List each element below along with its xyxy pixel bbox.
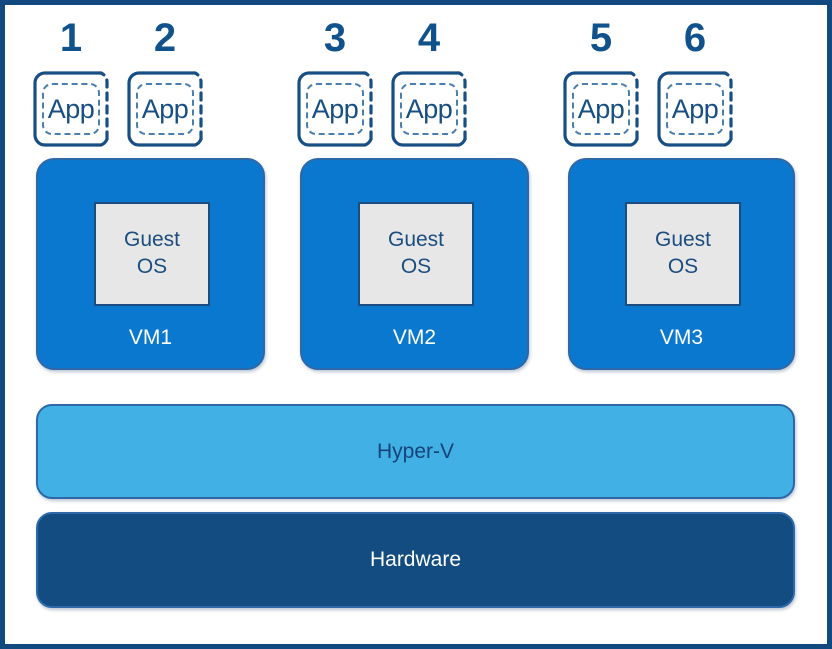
app-box-icon-5[interactable]: App — [561, 69, 641, 149]
app-outline-icon — [563, 71, 639, 147]
hardware-label: Hardware — [369, 548, 462, 571]
app-number-5: 5 — [589, 16, 613, 60]
vm-box-vm1[interactable]: Guest OS VM1 — [36, 158, 265, 370]
app-outline-icon — [33, 71, 109, 147]
app-label-1: App — [47, 93, 95, 124]
app-inner-dashed-rect-icon — [306, 83, 364, 135]
app-label-6: App — [671, 93, 719, 124]
guest-os-label-line2: OS — [136, 255, 168, 278]
guest-os-box-vm3: Guest OS — [625, 202, 741, 306]
app-number-2: 2 — [153, 16, 177, 60]
app-box-icon-6[interactable]: App — [655, 69, 735, 149]
app-box-icon-1[interactable]: App — [31, 69, 111, 149]
app-label-2: App — [141, 93, 189, 124]
app-outline-icon — [391, 71, 467, 147]
guest-os-label-line1: Guest — [387, 228, 445, 252]
app-inner-dashed-rect-icon — [666, 83, 724, 135]
app-outline-icon — [657, 71, 733, 147]
app-inner-dashed-rect-icon — [400, 83, 458, 135]
app-box-icon-4[interactable]: App — [389, 69, 469, 149]
app-inner-dashed-rect-icon — [136, 83, 194, 135]
app-number-1: 1 — [59, 16, 83, 60]
guest-os-box-vm1: Guest OS — [94, 202, 210, 306]
diagram-canvas: 1 App 2 App 3 — [5, 5, 827, 644]
guest-os-label-line2: OS — [667, 255, 699, 278]
app-number-3: 3 — [323, 16, 347, 60]
hypervisor-label: Hyper-V — [376, 439, 455, 463]
app-label-5: App — [577, 93, 625, 124]
app-number-4: 4 — [417, 16, 441, 60]
guest-os-label-line1: Guest — [654, 228, 712, 252]
app-label-3: App — [311, 93, 359, 124]
hypervisor-band[interactable]: Hyper-V — [36, 404, 795, 499]
hardware-band[interactable]: Hardware — [36, 512, 795, 608]
guest-os-label-line1: Guest — [123, 228, 181, 252]
guest-os-label-line2: OS — [400, 255, 432, 278]
app-inner-dashed-rect-icon — [572, 83, 630, 135]
app-outline-icon — [127, 71, 203, 147]
vm-box-vm2[interactable]: Guest OS VM2 — [300, 158, 529, 370]
app-box-icon-3[interactable]: App — [295, 69, 375, 149]
app-label-4: App — [405, 93, 453, 124]
guest-os-box-vm2: Guest OS — [358, 202, 474, 306]
vm-box-vm3[interactable]: Guest OS VM3 — [568, 158, 795, 370]
app-number-6: 6 — [683, 16, 707, 60]
vm-label-vm2: VM2 — [392, 326, 437, 349]
app-box-icon-2[interactable]: App — [125, 69, 205, 149]
app-inner-dashed-rect-icon — [42, 83, 100, 135]
app-outline-icon — [297, 71, 373, 147]
vm-label-vm3: VM3 — [659, 326, 704, 349]
vm-label-vm1: VM1 — [128, 326, 173, 349]
